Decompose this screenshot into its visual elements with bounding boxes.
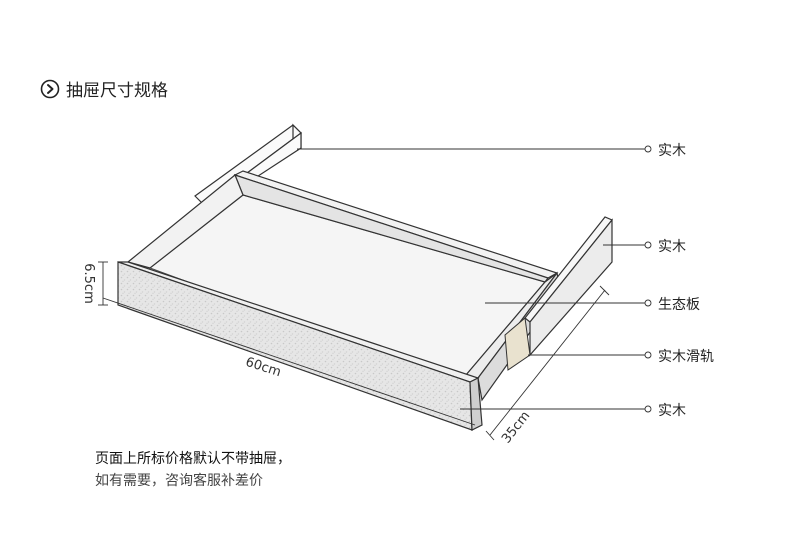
callout-lines bbox=[297, 145, 652, 413]
front-panel bbox=[117, 261, 483, 431]
right-rail bbox=[522, 216, 613, 357]
price-note-line1: 页面上所标价格默认不带抽屉， bbox=[95, 451, 291, 467]
price-note-line2: 如有需要，咨询客服补差价 bbox=[95, 473, 263, 489]
dimension-lines bbox=[98, 261, 610, 441]
section-title: 抽屉尺寸规格 bbox=[40, 76, 168, 101]
price-note: 页面上所标价格默认不带抽屉， 如有需要，咨询客服补差价 bbox=[95, 448, 291, 492]
left-side-panel bbox=[126, 174, 244, 269]
chevron-right-circle-icon bbox=[40, 79, 60, 98]
title-text: 抽屉尺寸规格 bbox=[66, 81, 168, 101]
